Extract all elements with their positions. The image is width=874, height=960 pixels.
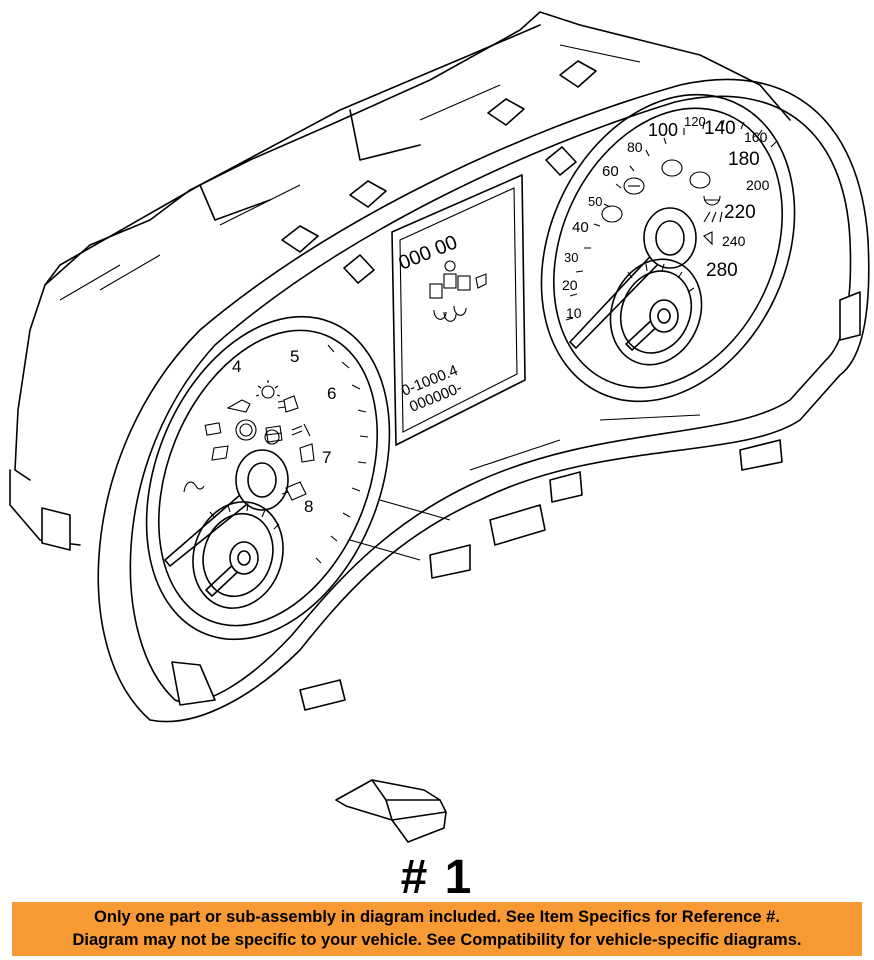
speed-label-220: 220	[724, 202, 756, 223]
speed-label-20: 20	[562, 277, 578, 293]
speed-label-160: 160	[744, 129, 768, 145]
speed-label-180: 180	[728, 149, 760, 170]
speed-label-280: 280	[706, 260, 738, 281]
tach-hub	[235, 449, 289, 511]
tach-warning-icons	[183, 380, 315, 501]
fog-light-icon	[277, 395, 299, 413]
disclaimer-banner: Only one part or sub-assembly in diagram…	[12, 902, 862, 956]
brake-pad-icon	[623, 177, 645, 195]
clips	[281, 60, 597, 284]
oil-pressure-icon	[226, 399, 251, 413]
high-beam-icon	[291, 423, 311, 437]
check-engine-icon	[281, 481, 307, 501]
speed-label-80: 80	[627, 139, 643, 155]
speedometer: 10 20 30 40 50 60 80 100 120 140 160 180…	[540, 93, 796, 403]
instrument-cluster-diagram: 4 5 6 7 8	[9, 11, 870, 843]
speed-label-10: 10	[566, 305, 582, 321]
speed-hub	[643, 207, 697, 269]
headlight-icon	[255, 380, 281, 399]
abs-icon	[601, 205, 623, 223]
battery-icon	[204, 422, 222, 436]
speed-label-240: 240	[722, 233, 746, 249]
tachometer-ticks	[315, 344, 369, 564]
door-open-icon	[299, 443, 315, 463]
speedometer-ticks	[565, 119, 777, 321]
part-callout: # 1	[400, 851, 474, 904]
tach-label-5: 5	[290, 347, 299, 366]
tpms-icon	[703, 195, 721, 206]
traction-control-icon	[183, 481, 205, 493]
speed-label-60: 60	[602, 163, 619, 180]
speed-label-30: 30	[564, 250, 578, 265]
speed-label-200: 200	[746, 177, 770, 193]
brake-warning-icon	[235, 419, 257, 441]
seatbelt-icon	[265, 425, 283, 443]
detached-clip-part	[335, 779, 447, 843]
tach-sub-gauge	[192, 501, 284, 609]
speed-label-50: 50	[588, 194, 602, 209]
tach-label-7: 7	[322, 448, 331, 467]
tach-label-6: 6	[327, 384, 336, 403]
front-bezel	[97, 78, 870, 723]
airbag-icon	[264, 429, 280, 445]
tachometer: 4 5 6 7 8	[145, 315, 391, 641]
cruise-icon	[703, 231, 713, 246]
disclaimer-line-2: Diagram may not be specific to your vehi…	[72, 931, 802, 949]
tach-label-4: 4	[232, 357, 241, 376]
speed-label-140: 140	[704, 118, 736, 139]
disclaimer-line-1: Only one part or sub-assembly in diagram…	[94, 908, 780, 926]
hill-assist-icon	[703, 211, 723, 223]
speed-sub-gauge	[609, 258, 703, 366]
stability-control-icon	[689, 171, 711, 189]
speed-label-100: 100	[648, 120, 678, 140]
speed-warning-icons	[601, 159, 723, 246]
tach-label-8: 8	[304, 497, 313, 516]
occupant-status-icon	[429, 260, 487, 322]
center-display: 000 00 0-1000.4 000000-	[391, 174, 526, 446]
speed-label-120: 120	[684, 114, 706, 129]
cluster-rear-housing	[9, 11, 791, 551]
tire-pressure-icon	[211, 445, 229, 461]
parking-brake-icon	[661, 159, 683, 177]
speed-label-40: 40	[572, 219, 589, 236]
